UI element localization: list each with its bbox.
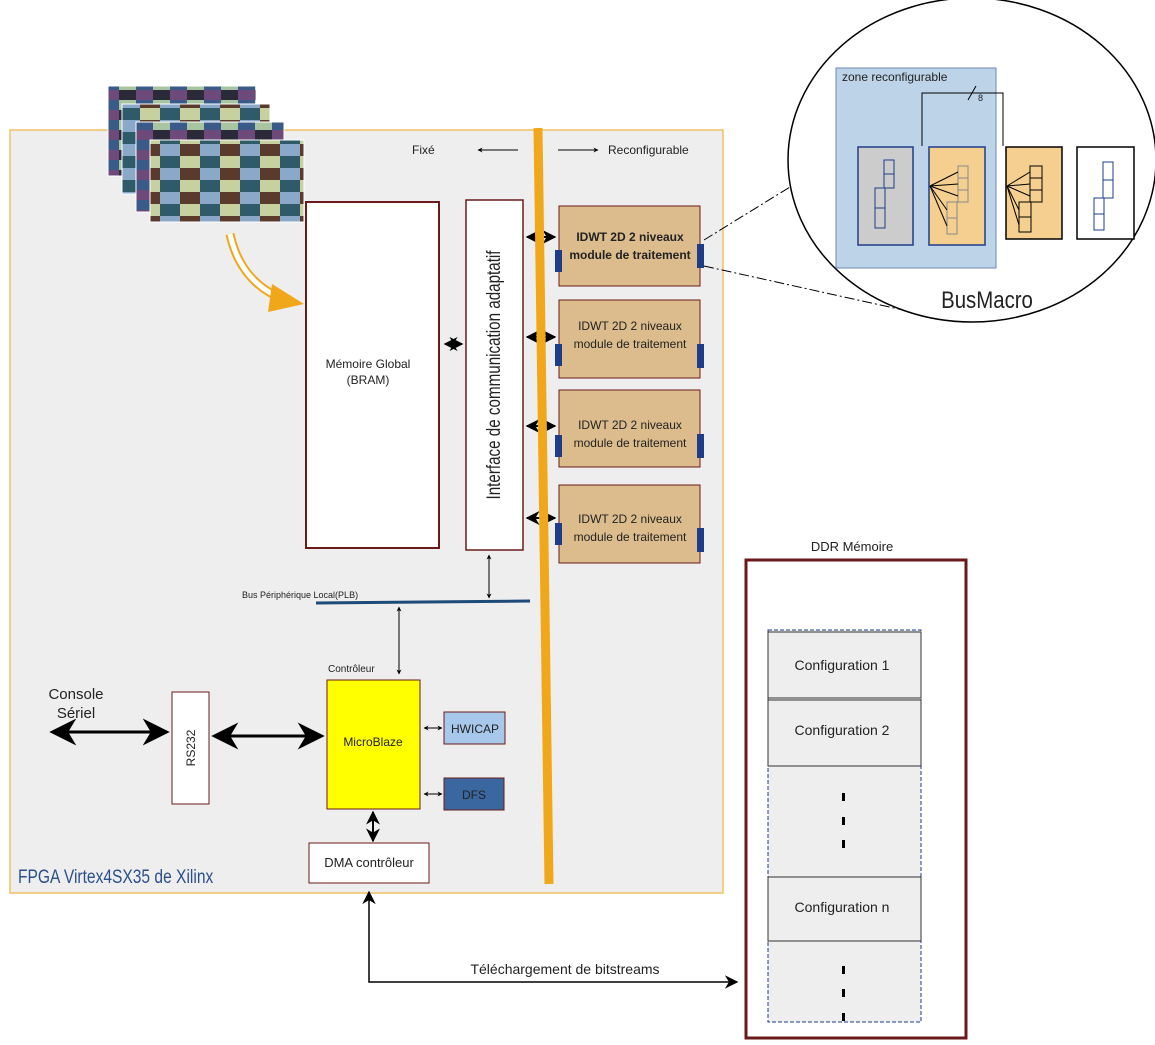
console-label: Console	[48, 686, 103, 703]
communication-interface	[465, 199, 524, 551]
ellipsis-bottom	[842, 966, 845, 1021]
reconfig-block-2	[1005, 146, 1063, 240]
global-memory-label: Mémoire Global	[326, 357, 411, 371]
module-3: IDWT 2D 2 niveaux module de traitement	[555, 389, 704, 468]
partition-divider	[533, 127, 554, 885]
plb-bus-label: Bus Périphérique Local(PLB)	[242, 590, 358, 600]
module-4-title: IDWT 2D 2 niveaux	[578, 512, 682, 526]
module-4: IDWT 2D 2 niveaux module de traitement	[555, 484, 704, 564]
module-4-subtitle: module de traitement	[574, 530, 687, 544]
bitstream-download-path	[362, 890, 739, 989]
microblaze-label: MicroBlaze	[343, 735, 403, 749]
fixed-label: Fixé	[412, 143, 435, 157]
config-n-slot	[767, 876, 922, 942]
ddr-title: DDR Mémoire	[811, 539, 893, 554]
module-1-title: IDWT 2D 2 niveaux	[576, 230, 684, 244]
hwicap-label: HWICAP	[451, 722, 499, 736]
microblaze-block	[326, 679, 421, 810]
module-3-subtitle: module de traitement	[574, 436, 687, 450]
config-2-label: Configuration 2	[795, 722, 890, 738]
rs232-label: RS232	[184, 729, 198, 766]
module-2-subtitle: module de traitement	[574, 337, 687, 351]
dfs-block	[443, 777, 505, 811]
busmacro-right-4	[697, 528, 704, 552]
dma-controller-label: DMA contrôleur	[324, 855, 414, 870]
zoom-line-top	[703, 149, 851, 241]
config-2-slot	[767, 699, 922, 767]
module-1-subtitle: module de traitement	[569, 248, 690, 262]
module-2-title: IDWT 2D 2 niveaux	[578, 319, 682, 333]
global-memory	[305, 201, 440, 549]
config-n-label: Configuration n	[795, 899, 890, 915]
busmacro-left-2	[555, 344, 562, 366]
input-arrow	[225, 232, 304, 312]
hwicap-block	[443, 711, 506, 745]
config-1-slot	[767, 631, 922, 699]
dma-controller-block	[308, 842, 430, 884]
busmacro-right-1	[697, 244, 704, 268]
busmacro-left-3	[555, 435, 562, 457]
config-1-label: Configuration 1	[795, 657, 890, 673]
module-2: IDWT 2D 2 niveaux module de traitement	[555, 299, 704, 379]
communication-interface-label: Interface de communication adaptatif	[482, 250, 504, 499]
module-3-title: IDWT 2D 2 niveaux	[578, 418, 682, 432]
busmacro-label: BusMacro	[941, 286, 1033, 313]
global-memory-sublabel: (BRAM)	[347, 373, 390, 387]
dfs-label: DFS	[462, 788, 486, 802]
reconfigurable-zone-label: zone reconfigurable	[842, 70, 948, 84]
busmacro-left-4	[555, 523, 562, 545]
plb-bus	[315, 599, 531, 605]
rs232-block	[171, 691, 210, 805]
empty-block	[1076, 146, 1135, 240]
busmacro-detail: zone reconfigurable 8	[787, 0, 1155, 323]
controller-label: Contrôleur	[328, 664, 375, 675]
image-stack	[107, 85, 305, 223]
busmacro-right-3	[697, 434, 704, 458]
bus-width-label: 8	[978, 93, 983, 103]
fpga-label: FPGA Virtex4SX35 de Xilinx	[18, 866, 214, 888]
bitstream-download-label: Téléchargement de bitstreams	[470, 961, 659, 977]
busmacro-left-1	[555, 250, 562, 272]
ellipsis-top	[842, 793, 845, 848]
reconfigurable-label: Reconfigurable	[608, 143, 689, 157]
module-1: IDWT 2D 2 niveaux module de traitement	[555, 205, 704, 287]
busmacro-right-2	[697, 344, 704, 368]
console-sublabel: Sériel	[57, 705, 95, 722]
